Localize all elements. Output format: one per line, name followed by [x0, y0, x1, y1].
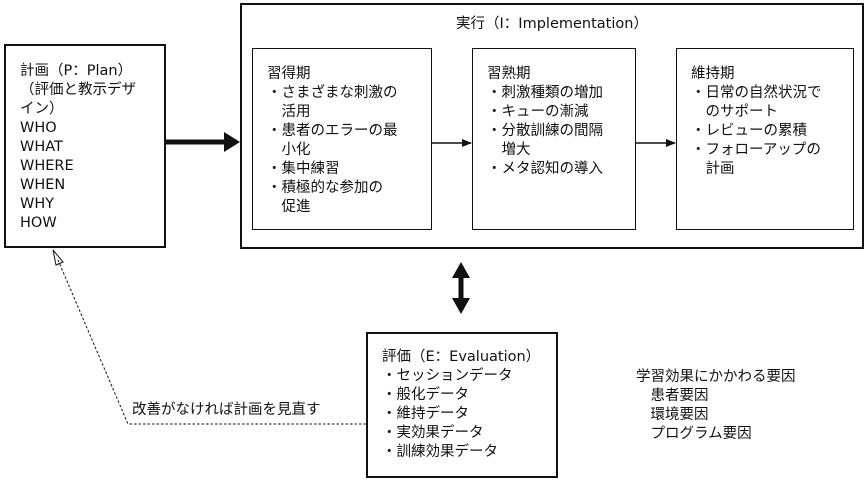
feedback-dashed-arrow [52, 249, 366, 425]
mastery-lines: 習熟期 ・刺激種類の増加 ・キューの漸減 ・分散訓練の間隔 増大 ・メタ認知の導… [487, 65, 603, 179]
plan-lines: 計画（P：Plan） （評価と教示デザ イン） WHO WHAT WHERE W… [20, 62, 136, 233]
acquisition-line: ・さまざまな刺激の [267, 85, 398, 101]
plan-line: WHERE [20, 158, 74, 174]
plan-line: WHO [20, 120, 57, 136]
factors-line: 患者要因 [636, 388, 709, 404]
plan-to-implementation-arrow [166, 132, 240, 152]
acquisition-lines: 習得期 ・さまざまな刺激の 活用 ・患者のエラーの最 小化 ・集中練習 ・積極的… [267, 65, 398, 217]
mastery-line: 増大 [487, 142, 531, 158]
plan-line: 計画（P：Plan） [20, 63, 133, 79]
acquisition-line: 活用 [267, 104, 311, 120]
maintenance-line: 計画 [691, 161, 735, 177]
evaluation-line: ・セッションデータ [382, 368, 513, 384]
acquisition-line: ・集中練習 [267, 161, 340, 177]
evaluation-box: 評価（E：Evaluation） ・セッションデータ ・般化データ ・維持データ… [366, 332, 558, 478]
plan-line: イン） [20, 101, 64, 117]
plan-line: （評価と教示デザ [20, 82, 136, 98]
implementation-title: 実行（I：Implementation） [456, 16, 648, 32]
evaluation-line: 評価（E：Evaluation） [382, 349, 541, 365]
maintenance-line: ・フォローアップの [691, 142, 821, 158]
acquisition-line: 小化 [267, 142, 311, 158]
plan-line: WHAT [20, 139, 63, 155]
evaluation-lines: 評価（E：Evaluation） ・セッションデータ ・般化データ ・維持データ… [382, 348, 540, 462]
feedback-label: 改善がなければ計画を見直す [132, 402, 321, 418]
acquisition-box: 習得期 ・さまざまな刺激の 活用 ・患者のエラーの最 小化 ・集中練習 ・積極的… [252, 48, 432, 230]
maintenance-line: ・日常の自然状況で [691, 85, 822, 101]
evaluation-line: ・実効果データ [382, 425, 484, 441]
acquisition-line: 習得期 [267, 66, 311, 82]
mastery-line: 習熟期 [487, 66, 531, 82]
plan-box: 計画（P：Plan） （評価と教示デザ イン） WHO WHAT WHERE W… [4, 44, 166, 248]
factors-line: 学習効果にかかわる要因 [636, 369, 796, 385]
plan-line: WHY [20, 196, 55, 212]
acquisition-line: ・積極的な参加の [267, 180, 383, 196]
mastery-line: ・分散訓練の間隔 [487, 123, 603, 139]
factors-line: プログラム要因 [636, 426, 752, 442]
acquisition-line: ・患者のエラーの最 [267, 123, 398, 139]
mastery-box: 習熟期 ・刺激種類の増加 ・キューの漸減 ・分散訓練の間隔 増大 ・メタ認知の導… [472, 48, 636, 230]
factors-line: 環境要因 [636, 407, 709, 423]
mastery-line: ・刺激種類の増加 [487, 85, 603, 101]
maintenance-line: 維持期 [691, 66, 735, 82]
implementation-evaluation-double-arrow [452, 262, 470, 314]
plan-line: WHEN [20, 177, 66, 193]
mastery-line: ・キューの漸減 [487, 104, 589, 120]
maintenance-line: のサポート [691, 104, 778, 120]
evaluation-line: ・訓練効果データ [382, 444, 498, 460]
acquisition-line: 促進 [267, 199, 311, 215]
maintenance-box: 維持期 ・日常の自然状況で のサポート ・レビューの累積 ・フォローアップの 計… [676, 48, 854, 230]
evaluation-line: ・維持データ [382, 406, 469, 422]
maintenance-line: ・レビューの累積 [691, 123, 807, 139]
plan-line: HOW [20, 215, 57, 231]
factors-lines: 学習効果にかかわる要因 患者要因 環境要因 プログラム要因 [636, 368, 796, 444]
maintenance-lines: 維持期 ・日常の自然状況で のサポート ・レビューの累積 ・フォローアップの 計… [691, 65, 822, 179]
evaluation-line: ・般化データ [382, 387, 469, 403]
mastery-line: ・メタ認知の導入 [487, 161, 603, 177]
